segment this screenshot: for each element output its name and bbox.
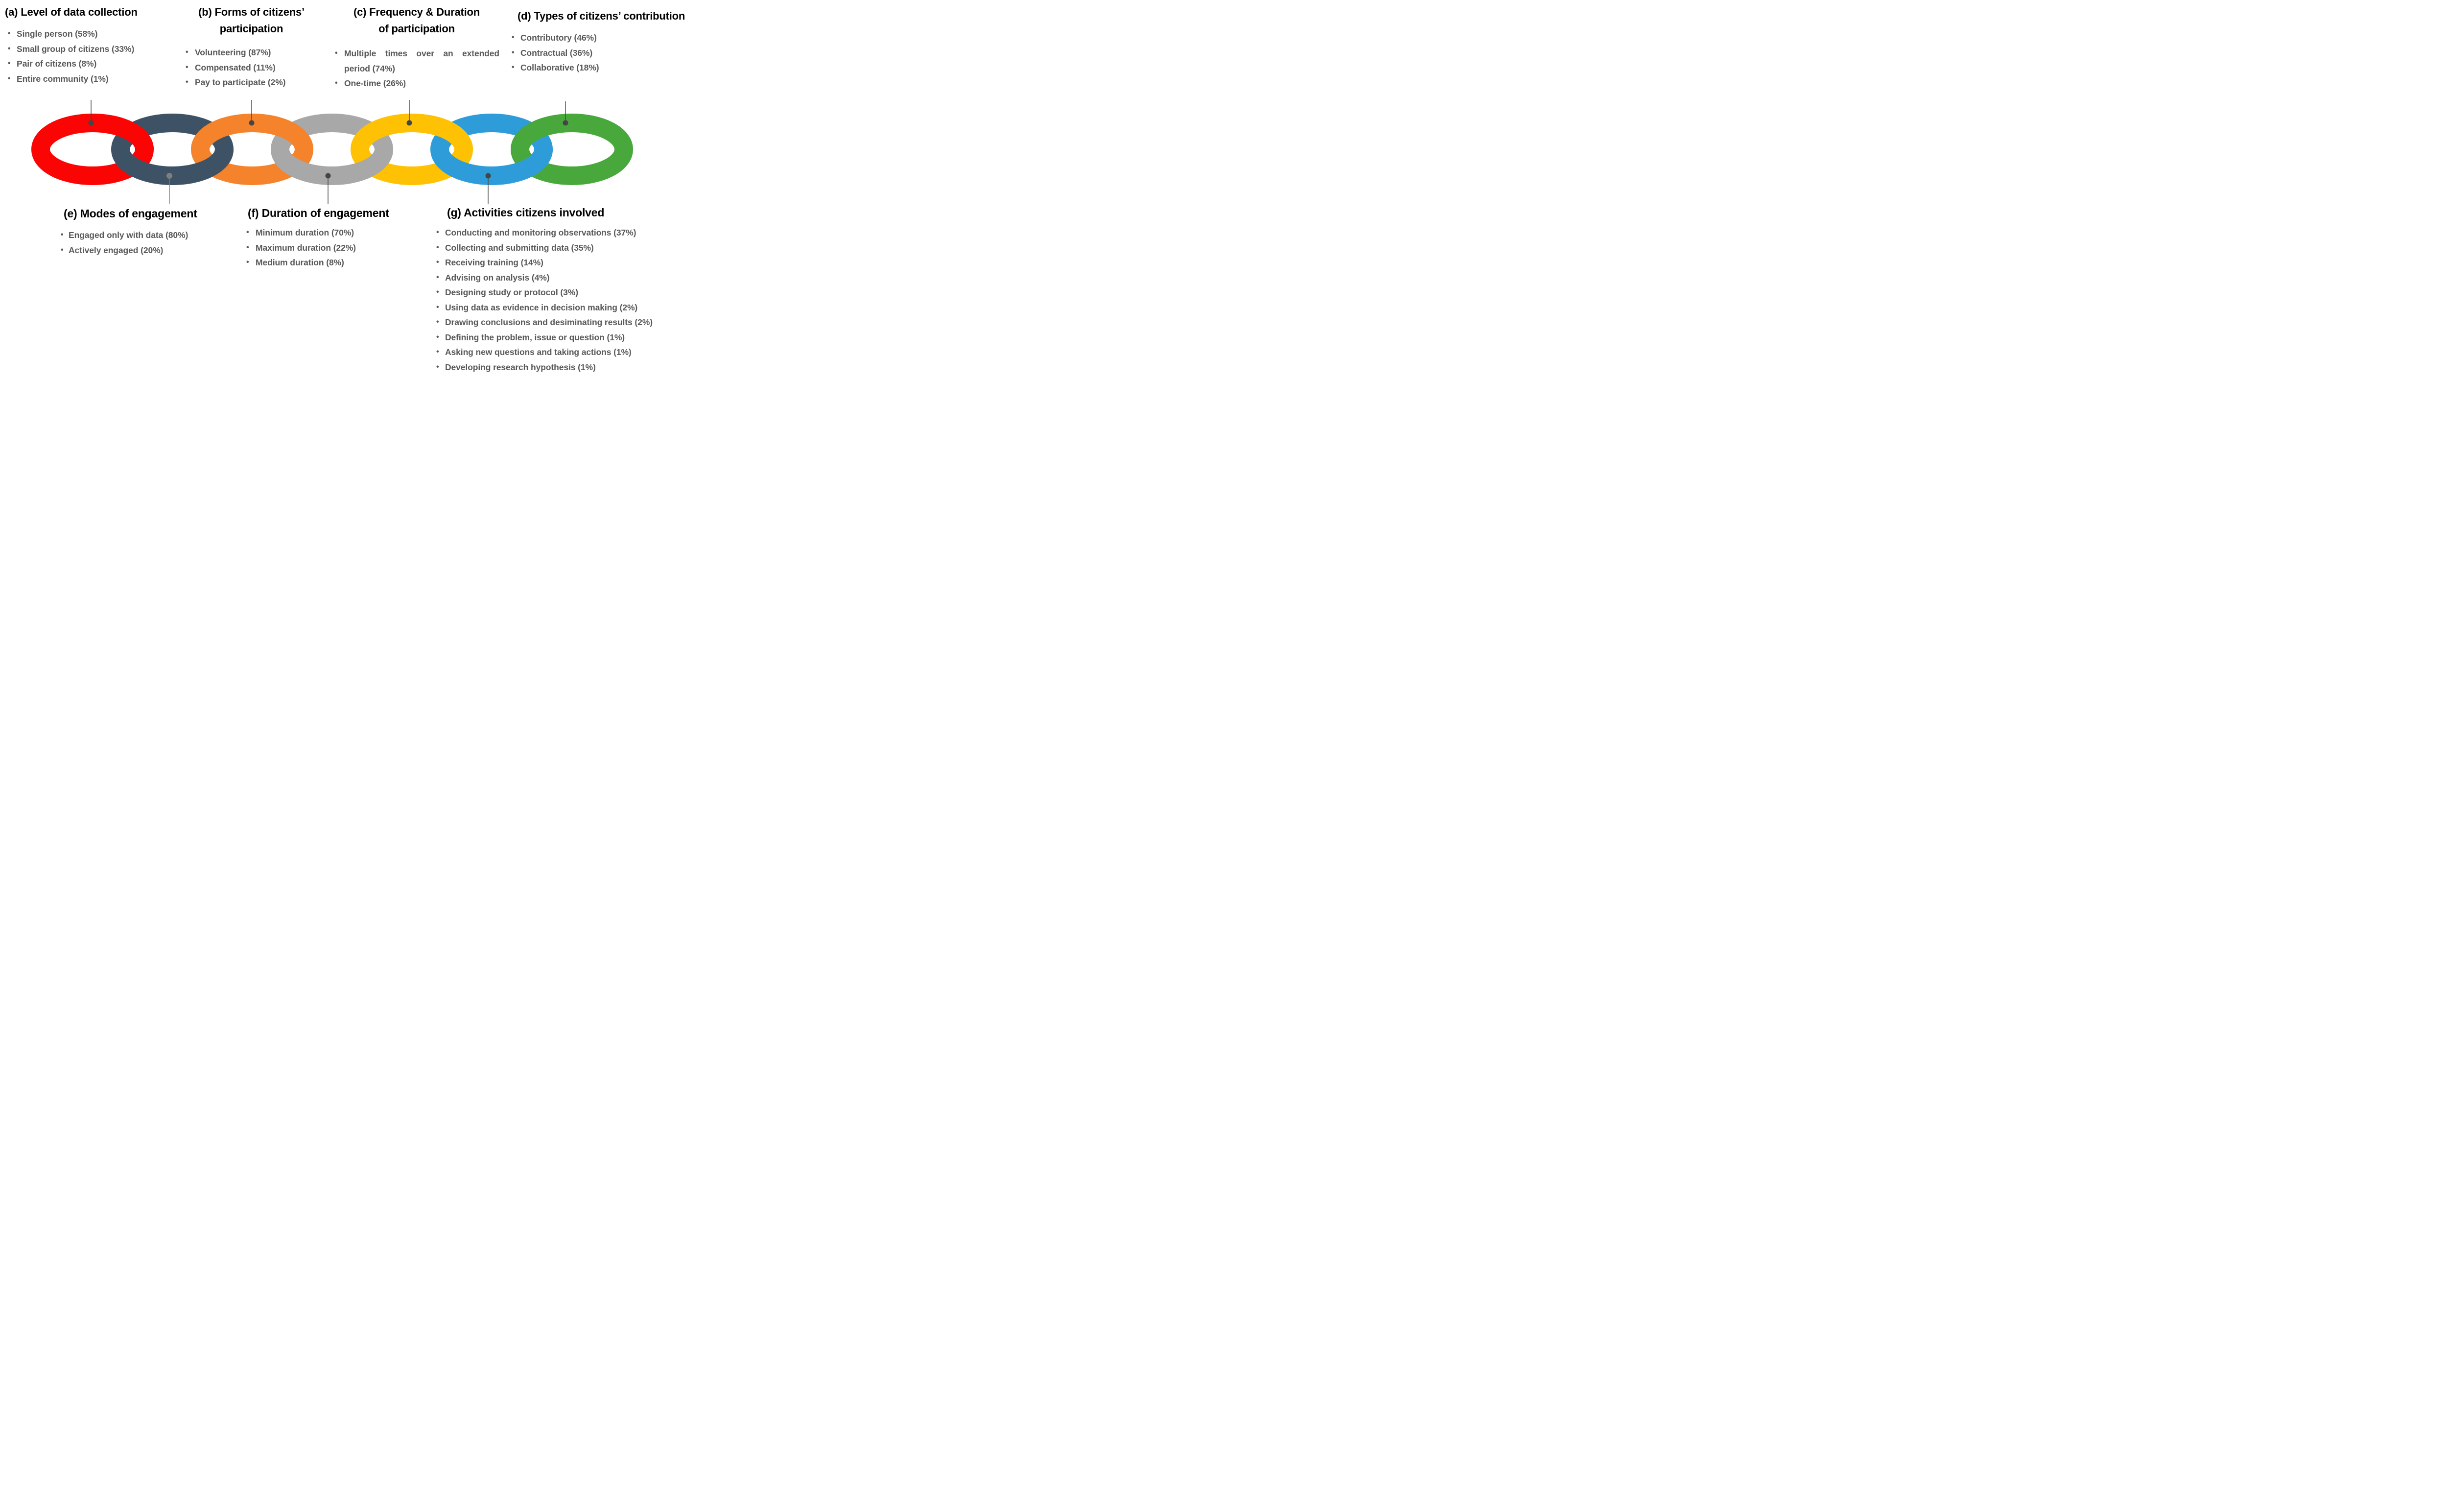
connector-dot-c xyxy=(406,120,412,126)
list-item: Contributory (46%) xyxy=(510,30,732,46)
list-item: Collaborative (18%) xyxy=(510,60,732,75)
section-activities-citizens-involved: (g) Activities citizens involved Conduct… xyxy=(435,204,732,375)
section-title-line2: of participation xyxy=(378,23,455,35)
section-duration-of-engagement: (f) Duration of engagement Minimum durat… xyxy=(245,205,431,270)
connector-dot-f xyxy=(325,173,331,179)
list-item: Actively engaged (20%) xyxy=(58,243,244,258)
connector-dot-e xyxy=(166,173,172,179)
ring-green xyxy=(511,114,633,185)
list-item: Single person (58%) xyxy=(5,26,188,42)
chain-diagram xyxy=(31,100,633,204)
section-title: (c) Frequency & Duration of participatio… xyxy=(334,4,499,37)
bullet-list: Volunteering (87%) Compensated (11%) Pay… xyxy=(179,45,324,90)
list-item: Pair of citizens (8%) xyxy=(5,56,188,71)
section-title-line1: (c) Frequency & Duration xyxy=(353,6,480,18)
section-title-line1: (b) Forms of citizens’ xyxy=(198,6,305,18)
section-title: (d) Types of citizens’ contribution xyxy=(518,10,685,22)
bullet-list: Contributory (46%) Contractual (36%) Col… xyxy=(510,30,732,75)
section-title: (e) Modes of engagement xyxy=(64,207,197,220)
list-item: Designing study or protocol (3%) xyxy=(435,285,732,300)
list-item: Advising on analysis (4%) xyxy=(435,270,732,285)
list-item: Minimum duration (70%) xyxy=(245,225,431,240)
list-item: Pay to participate (2%) xyxy=(179,75,324,90)
section-title: (g) Activities citizens involved xyxy=(447,206,605,219)
list-item: Medium duration (8%) xyxy=(245,255,431,270)
list-item: Contractual (36%) xyxy=(510,46,732,61)
connector-dot-a xyxy=(88,120,94,126)
list-item: Multiple times over an extended period (… xyxy=(334,46,499,76)
connector-dot-b xyxy=(249,120,255,126)
list-item: Volunteering (87%) xyxy=(179,45,324,60)
bullet-list: Conducting and monitoring observations (… xyxy=(435,225,732,375)
section-frequency-duration-of-participation: (c) Frequency & Duration of participatio… xyxy=(334,4,499,91)
list-item: Using data as evidence in decision makin… xyxy=(435,300,732,315)
list-item: Receiving training (14%) xyxy=(435,255,732,270)
list-item: Collecting and submitting data (35%) xyxy=(435,240,732,256)
section-modes-of-engagement: (e) Modes of engagement Engaged only wit… xyxy=(58,205,244,258)
connector-dot-d xyxy=(563,120,568,126)
list-item: Conducting and monitoring observations (… xyxy=(435,225,732,240)
list-item: One-time (26%) xyxy=(334,76,499,91)
list-item: Compensated (11%) xyxy=(179,60,324,75)
list-item: Maximum duration (22%) xyxy=(245,240,431,256)
section-title-line2: participation xyxy=(219,23,283,35)
list-item: Developing research hypothesis (1%) xyxy=(435,360,732,375)
list-item: Engaged only with data (80%) xyxy=(58,228,244,243)
list-item: Defining the problem, issue or question … xyxy=(435,330,732,345)
section-title: (a) Level of data collection xyxy=(5,6,138,18)
bullet-list: Single person (58%) Small group of citiz… xyxy=(5,26,188,86)
section-title: (f) Duration of engagement xyxy=(248,207,389,219)
bullet-list: Engaged only with data (80%) Actively en… xyxy=(58,228,244,258)
list-item: Asking new questions and taking actions … xyxy=(435,345,732,360)
section-types-of-contribution: (d) Types of citizens’ contribution Cont… xyxy=(510,8,732,75)
section-forms-of-participation: (b) Forms of citizens’ participation Vol… xyxy=(179,4,324,90)
section-title: (b) Forms of citizens’ participation xyxy=(179,4,324,37)
list-item: Entire community (1%) xyxy=(5,71,188,87)
list-item: Drawing conclusions and desiminating res… xyxy=(435,315,732,330)
figure-citizen-science-chain: (a) Level of data collection Single pers… xyxy=(0,0,732,378)
list-item: Small group of citizens (33%) xyxy=(5,42,188,57)
connector-dot-g xyxy=(485,173,491,179)
bullet-list: Minimum duration (70%) Maximum duration … xyxy=(245,225,431,270)
section-level-of-data-collection: (a) Level of data collection Single pers… xyxy=(5,4,188,86)
bullet-list: Multiple times over an extended period (… xyxy=(334,46,499,91)
